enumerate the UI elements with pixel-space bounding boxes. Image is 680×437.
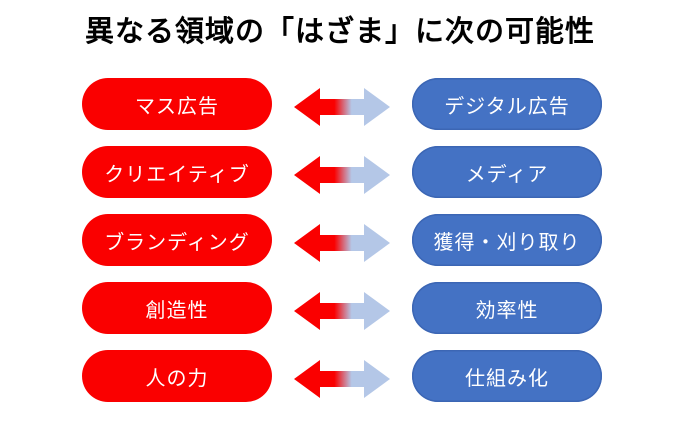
page-title: 異なる領域の「はざま」に次の可能性	[84, 16, 595, 48]
right-concept-label: メディア	[465, 163, 549, 186]
mapping-row: 人の力 仕組み化	[82, 350, 602, 403]
left-concept-pill: 創造性	[82, 282, 272, 335]
bidirectional-arrow-icon	[294, 292, 390, 331]
left-concept-label: 人の力	[145, 367, 209, 390]
right-concept-label: 効率性	[475, 299, 539, 322]
bidirectional-arrow-icon	[294, 360, 390, 399]
mapping-rows: マス広告 デジタル広告 クリエイティブ メディア ブランディング	[0, 78, 680, 403]
left-concept-pill: クリエイティブ	[82, 146, 272, 199]
left-concept-pill: ブランディング	[82, 214, 272, 267]
right-concept-pill: 効率性	[412, 282, 602, 335]
left-concept-label: 創造性	[145, 299, 209, 322]
right-concept-label: 仕組み化	[465, 367, 549, 390]
right-concept-pill: デジタル広告	[412, 78, 602, 131]
bidirectional-arrow-icon	[294, 156, 390, 195]
left-concept-label: クリエイティブ	[104, 163, 250, 186]
bidirectional-arrow-icon	[294, 88, 390, 127]
bidirectional-arrow-icon	[294, 224, 390, 263]
right-concept-pill: メディア	[412, 146, 602, 199]
right-concept-pill: 獲得・刈り取り	[412, 214, 602, 267]
mapping-row: ブランディング 獲得・刈り取り	[82, 214, 602, 267]
right-concept-pill: 仕組み化	[412, 350, 602, 403]
left-concept-label: ブランディング	[104, 231, 250, 254]
left-concept-pill: 人の力	[82, 350, 272, 403]
mapping-row: 創造性 効率性	[82, 282, 602, 335]
mapping-row: クリエイティブ メディア	[82, 146, 602, 199]
left-concept-pill: マス広告	[82, 78, 272, 131]
left-concept-label: マス広告	[135, 95, 219, 118]
right-concept-label: 獲得・刈り取り	[433, 231, 581, 254]
right-concept-label: デジタル広告	[444, 95, 570, 118]
mapping-row: マス広告 デジタル広告	[82, 78, 602, 131]
